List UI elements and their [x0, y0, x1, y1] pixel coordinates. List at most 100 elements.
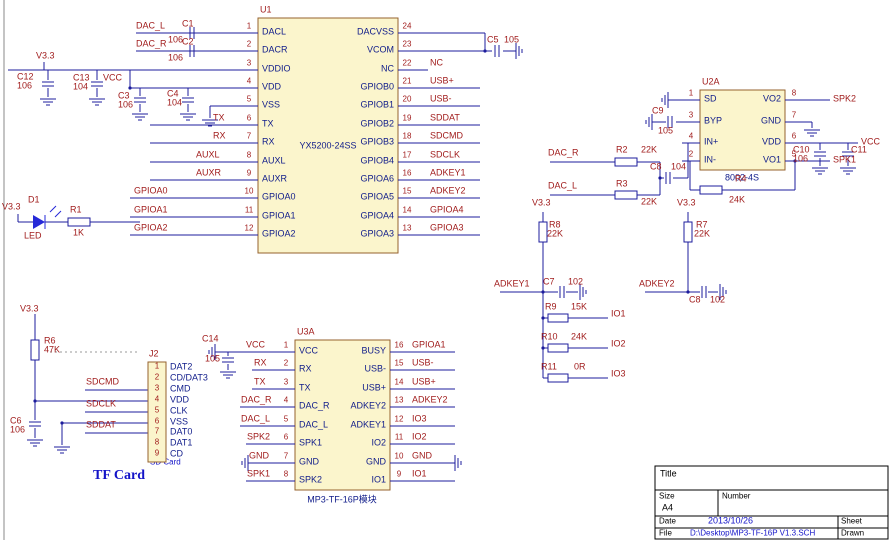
pin-name: BYP — [704, 115, 722, 125]
u1-ref: U1 — [260, 4, 272, 14]
label-dacr: DAC_R — [548, 147, 579, 157]
titleblock-title-label: Title — [660, 468, 677, 478]
net-label: GPIOA2 — [134, 222, 168, 232]
led-d1[interactable] — [33, 206, 61, 229]
capacitor-C10 — [813, 150, 827, 158]
pin-name: DAC_R — [299, 400, 330, 410]
pin-name: USB- — [364, 363, 386, 373]
label-106: 106 — [118, 99, 133, 109]
net-label: GPIOA3 — [430, 222, 464, 232]
pin-name: GPIOB0 — [360, 81, 394, 91]
pin-name: GND — [366, 456, 387, 466]
pin-name: DACR — [262, 44, 288, 54]
net-label: GPIOA4 — [430, 204, 464, 214]
pin-name: VO1 — [763, 154, 781, 164]
pin-number: 9 — [247, 169, 252, 178]
label-io2: IO2 — [611, 338, 626, 348]
j2-pin-number: 5 — [155, 406, 160, 415]
led-arrows — [50, 206, 61, 217]
titleblock-size-value: A4 — [662, 502, 673, 512]
u3a-part-number: MP3-TF-16P模块 — [307, 493, 377, 504]
pin-name: IN- — [704, 154, 716, 164]
pin-number: 11 — [245, 206, 254, 215]
label-io1: IO1 — [611, 308, 626, 318]
label-r3: R3 — [616, 178, 628, 188]
pin-name: VDD — [762, 136, 782, 146]
pin-number: 13 — [395, 396, 404, 405]
pin-name: GPIOA5 — [360, 191, 394, 201]
pin-name: DAC_L — [299, 419, 328, 429]
net-label: SDCMD — [430, 130, 463, 140]
j2-pin-number: 6 — [155, 417, 160, 426]
pin-name: TX — [262, 118, 274, 128]
pin-number: 2 — [284, 359, 289, 368]
label-22k: 22K — [641, 196, 657, 206]
net-label: IO2 — [412, 431, 427, 441]
led-triangle — [33, 215, 45, 229]
titleblock-file-value: D:\Desktop\MP3-TF-16P V1.3.SCH — [690, 529, 815, 538]
pin-name: GPIOA2 — [262, 228, 296, 238]
pin-number: 8 — [247, 151, 252, 160]
pin-number: 5 — [284, 415, 289, 424]
label-47k: 47K — [44, 344, 60, 354]
pin-name: GPIOA3 — [360, 228, 394, 238]
pin-name: BUSY — [361, 345, 386, 355]
pin-name: GPIOB1 — [360, 99, 394, 109]
net-label: USB+ — [430, 75, 454, 85]
resistor-R9 — [548, 314, 568, 322]
pin-name: SD — [704, 93, 717, 103]
pin-number: 3 — [247, 59, 252, 68]
pin-name: SPK1 — [299, 437, 322, 447]
pin-number: 6 — [247, 114, 252, 123]
label-105: 105 — [205, 353, 220, 363]
capacitor-C3 — [133, 96, 147, 104]
capacitor-C8-adkey2 — [700, 285, 708, 299]
resistor-R7 — [684, 222, 692, 242]
capacitor-C5 — [493, 44, 501, 58]
pin-number: 4 — [284, 396, 289, 405]
j2-pin-number: 4 — [155, 395, 160, 404]
net-label: TX — [254, 376, 266, 386]
label-104: 104 — [167, 97, 182, 107]
pin-name: IO2 — [371, 437, 386, 447]
net-label: AUXL — [196, 149, 220, 159]
pin-number: 2 — [689, 150, 694, 159]
net-label: AUXR — [196, 167, 222, 177]
j2-pin-number: 1 — [155, 362, 160, 371]
pin-name: GPIOA0 — [262, 191, 296, 201]
j2-pin-name: CMD — [170, 383, 191, 393]
pin-number: 9 — [397, 470, 402, 479]
resistor-R8 — [539, 222, 547, 242]
capacitor-C6 — [28, 420, 42, 428]
pin-name: ADKEY2 — [350, 400, 386, 410]
resistor-R2 — [615, 158, 637, 166]
pin-name: ADKEY1 — [350, 419, 386, 429]
pin-name: USB+ — [362, 382, 386, 392]
pin-number: 15 — [403, 187, 412, 196]
pin-number: 6 — [792, 132, 797, 141]
resistor-R4 — [700, 186, 722, 194]
j2-pin-name: DAT1 — [170, 437, 192, 447]
pin-name: GPIOA6 — [360, 173, 394, 183]
net-label: ADKEY2 — [430, 185, 466, 195]
titleblock-number-label: Number — [722, 492, 751, 501]
net-label: IO1 — [412, 468, 427, 478]
net-label: SPK2 — [247, 431, 270, 441]
label-r10: R10 — [541, 331, 558, 341]
j2-pin-name: VDD — [170, 394, 190, 404]
label-c1: C1 — [182, 18, 194, 28]
label-106: 106 — [10, 424, 25, 434]
pin-name: VCC — [299, 345, 319, 355]
resistor-R1 — [68, 218, 90, 226]
net-label: USB- — [430, 93, 452, 103]
pin-name: SPK2 — [299, 474, 322, 484]
label-r4: R4 — [735, 173, 747, 183]
pin-number: 7 — [247, 132, 252, 141]
u1-part-number: YX5200-24SS — [299, 140, 356, 150]
pin-number: 14 — [395, 378, 404, 387]
label-c14: C14 — [202, 333, 219, 343]
resistor-R11 — [548, 374, 568, 382]
pin-name: NC — [381, 63, 394, 73]
u2a-ref: U2A — [702, 76, 720, 86]
pin-number: 3 — [284, 378, 289, 387]
